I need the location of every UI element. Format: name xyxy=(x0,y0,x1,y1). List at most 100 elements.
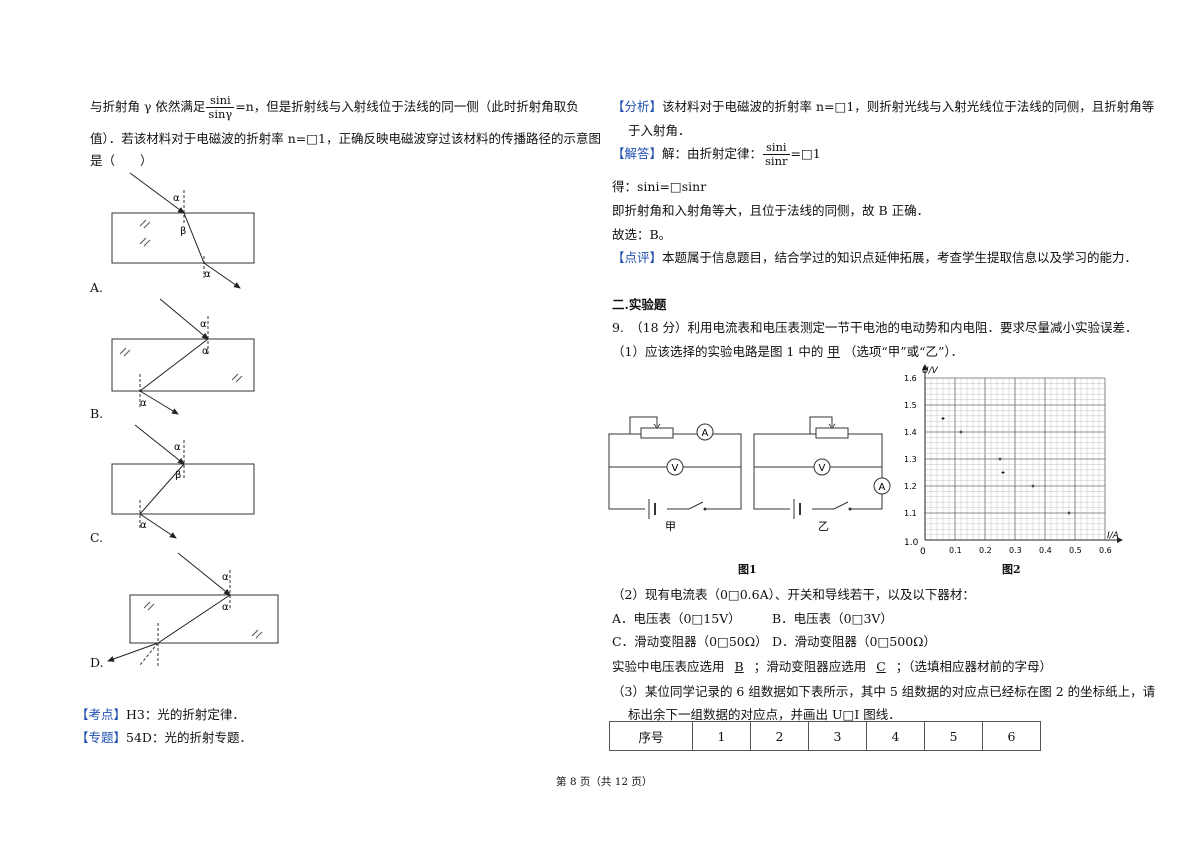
x-tick-label: 0.5 xyxy=(1069,546,1082,555)
option-d-rheostat: D．滑动变阻器（0□500Ω） xyxy=(772,634,937,649)
zhuanti-line: 【专题】54D：光的折射专题． xyxy=(76,727,252,746)
option-b-meter: B．电压表（0□3V） xyxy=(772,611,893,626)
voltmeter-label: V xyxy=(819,463,826,474)
kaodian-line: 【考点】H3：光的折射定律． xyxy=(76,704,245,723)
option-c-label: C. xyxy=(90,530,104,545)
fig2-caption: 图2 xyxy=(1002,563,1021,576)
option-b-label: B. xyxy=(90,406,104,421)
jieda-tag: 【解答】 xyxy=(612,146,663,161)
table-header-cell: 6 xyxy=(982,721,1041,751)
diagram-option-a: α β α xyxy=(111,172,255,289)
question-9-3-line-1: （3）某位同学记录的 6 组数据如下表所示，其中 5 组数据的对应点已经标在图 … xyxy=(612,684,1156,699)
guxuan-line: 故选：B。 xyxy=(612,227,672,242)
rheostat-answer: C xyxy=(876,659,886,674)
chart-axes xyxy=(922,364,1123,543)
x-axis-arrow xyxy=(1117,537,1123,543)
q9-1-answer: 甲 xyxy=(827,344,840,359)
alpha-label: α xyxy=(140,520,147,531)
y-tick-label: 1.2 xyxy=(904,482,917,491)
beta-label: β xyxy=(180,226,186,237)
fig1-caption: 图1 xyxy=(738,563,757,576)
question-line-1-a: 与折射角 γ 依然满足 xyxy=(90,99,206,114)
chart-grid xyxy=(924,377,1106,541)
option-a-label: A. xyxy=(90,280,104,295)
x-tick-label: 0.3 xyxy=(1009,546,1022,555)
option-c-rheostat: C．滑动变阻器（0□50Ω） xyxy=(612,634,768,649)
alpha-label: α xyxy=(200,319,207,330)
ammeter-icon xyxy=(696,423,714,441)
q9-1-text-a: （1）应该选择的实验电路是图 1 中的 xyxy=(612,344,824,359)
fraction-denominator: sinγ xyxy=(208,107,233,121)
jieda-text: 解：由折射定律： xyxy=(662,146,763,161)
alpha-label: α xyxy=(222,602,229,613)
sel-text-b: ；滑动变阻器应选用 xyxy=(753,659,867,674)
zhuanti-text: 54D：光的折射专题． xyxy=(126,730,252,745)
alpha-label: α xyxy=(222,572,229,583)
question-9: 9. （18 分）利用电流表和电压表测定一节干电池的电动势和内电阻．要求尽量减小… xyxy=(612,320,1138,335)
data-table: 序号 1 2 3 4 5 6 xyxy=(609,721,1041,751)
table-header-cell: 3 xyxy=(808,721,867,751)
kaodian-text: H3：光的折射定律． xyxy=(126,707,245,722)
alpha-label: α xyxy=(174,442,181,453)
dianping-tag: 【点评】 xyxy=(612,250,663,265)
question-9-1: （1）应该选择的实验电路是图 1 中的甲（选项“甲”或“乙”）． xyxy=(612,341,963,360)
y-axis-label: U/V xyxy=(922,366,939,376)
y-tick-label: 1.5 xyxy=(904,401,917,410)
jieda-equation: =□1 xyxy=(790,146,821,161)
ji-line: 即折射角和入射角等大，且位于法线的同侧，故 B 正确． xyxy=(612,203,930,218)
zhuanti-tag: 【专题】 xyxy=(76,730,127,745)
voltmeter-answer: B xyxy=(734,659,744,674)
q9-1-text-b: （选项“甲”或“乙”）． xyxy=(843,344,964,359)
alpha-label: α xyxy=(204,269,211,280)
table-header-cell: 1 xyxy=(692,721,751,751)
circuit-yi: V A 乙 xyxy=(753,416,891,532)
x-origin-label: 0 xyxy=(920,547,926,557)
alpha-label: α xyxy=(202,346,209,357)
ammeter-label: A xyxy=(879,482,886,493)
y-tick-label: 1.4 xyxy=(904,428,917,437)
question-line-3: 是（ ） xyxy=(90,153,153,168)
question-9-2: （2）现有电流表（0□0.6A）、开关和导线若干，以及以下器材： xyxy=(612,587,975,602)
page-footer: 第 8 页（共 12 页） xyxy=(556,776,653,788)
fenxi-line-1: 【分析】该材料对于电磁波的折射率 n=□1，则折射光线与入射光线位于法线的同侧，… xyxy=(612,96,1154,115)
fenxi-tag: 【分析】 xyxy=(612,99,663,114)
table-header-cell: 5 xyxy=(924,721,983,751)
alpha-label: α xyxy=(173,193,180,204)
sel-text-c: ；（选填相应器材前的字母） xyxy=(895,659,1053,674)
option-a-meter: A．电压表（0□15V） xyxy=(612,611,741,626)
fraction-numerator: sini xyxy=(763,141,790,155)
table-row: 序号 1 2 3 4 5 6 xyxy=(609,721,1041,751)
y-origin-label: 1.0 xyxy=(904,538,919,548)
circuit-jia: A V 甲 xyxy=(608,416,742,532)
ammeter-label: A xyxy=(702,428,709,439)
beta-label: β xyxy=(175,470,181,481)
fraction-numerator: sini xyxy=(206,94,235,108)
voltmeter-icon xyxy=(666,458,684,476)
y-tick-label: 1.3 xyxy=(904,455,917,464)
voltmeter-icon xyxy=(813,458,831,476)
fraction-denominator: sinr xyxy=(765,154,788,168)
y-axis-arrow xyxy=(922,364,928,370)
dianping-text: 本题属于信息题目，结合学过的知识点延伸拓展，考查学生提取信息以及学习的能力． xyxy=(662,250,1138,265)
x-tick-label: 0.4 xyxy=(1039,546,1052,555)
question-line-1-b: =n，但是折射线与入射线位于法线的同一侧（此时折射角取负 xyxy=(235,99,579,114)
kaodian-tag: 【考点】 xyxy=(76,707,127,722)
question-9-3-line-2: 标出余下一组数据的对应点，并画出 U□I 图线． xyxy=(628,707,901,722)
x-tick-label: 0.2 xyxy=(979,546,992,555)
ammeter-icon xyxy=(873,477,891,495)
diagram-option-b: α α α xyxy=(111,298,255,415)
question-line-2: 值）．若该材料对于电磁波的折射率 n=□1，正确反映电磁波穿过该材料的传播路径的… xyxy=(90,131,602,146)
sel-text-a: 实验中电压表应选用 xyxy=(612,659,725,674)
jia-label: 甲 xyxy=(665,520,676,532)
x-tick-label: 0.1 xyxy=(949,546,962,555)
de-line: 得：sini=□sinr xyxy=(612,179,707,194)
fenxi-line-2: 于入射角． xyxy=(628,123,691,138)
table-header-cell: 2 xyxy=(750,721,809,751)
fenxi-text-1: 该材料对于电磁波的折射率 n=□1，则折射光线与入射光线位于法线的同侧，且折射角… xyxy=(662,99,1155,114)
yi-label: 乙 xyxy=(818,520,829,532)
